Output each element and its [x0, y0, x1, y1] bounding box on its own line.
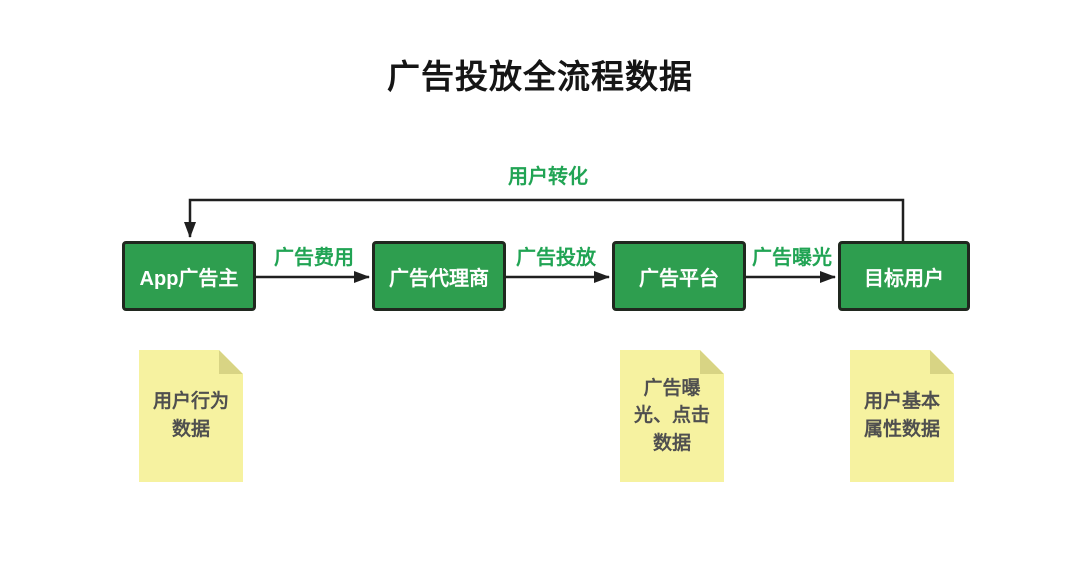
note-text: 广告曝 光、点击 数据 [633, 377, 710, 454]
edge-label-ad-exposure: 广告曝光 [752, 247, 832, 269]
folded-corner-icon [219, 350, 243, 374]
folded-corner-icon [700, 350, 724, 374]
flow-node-label: 目标用户 [864, 267, 944, 290]
edge-label-ad-fee: 广告费用 [274, 247, 354, 269]
feedback-arrow-label: 用户转化 [508, 166, 588, 188]
flow-node-target-user: 目标用户 [838, 241, 970, 311]
sticky-note-user-attribute-data: 用户基本 属性数据 [850, 350, 954, 482]
flow-node-ad-platform: 广告平台 [612, 241, 746, 311]
flow-node-label: App广告主 [139, 267, 239, 290]
folded-corner-icon [930, 350, 954, 374]
note-text: 用户行为 数据 [152, 391, 229, 440]
flow-node-app-advertiser: App广告主 [122, 241, 256, 311]
flow-node-label: 广告平台 [639, 267, 719, 290]
flow-node-label: 广告代理商 [389, 267, 489, 290]
flow-node-ad-agency: 广告代理商 [372, 241, 506, 311]
sticky-note-user-behavior-data: 用户行为 数据 [139, 350, 243, 482]
feedback-arrow [184, 198, 905, 241]
page-title: 广告投放全流程数据 [387, 58, 693, 95]
note-text: 用户基本 属性数据 [863, 391, 940, 440]
edge-label-ad-placement: 广告投放 [516, 247, 596, 269]
sticky-note-exposure-click-data: 广告曝 光、点击 数据 [620, 350, 724, 482]
